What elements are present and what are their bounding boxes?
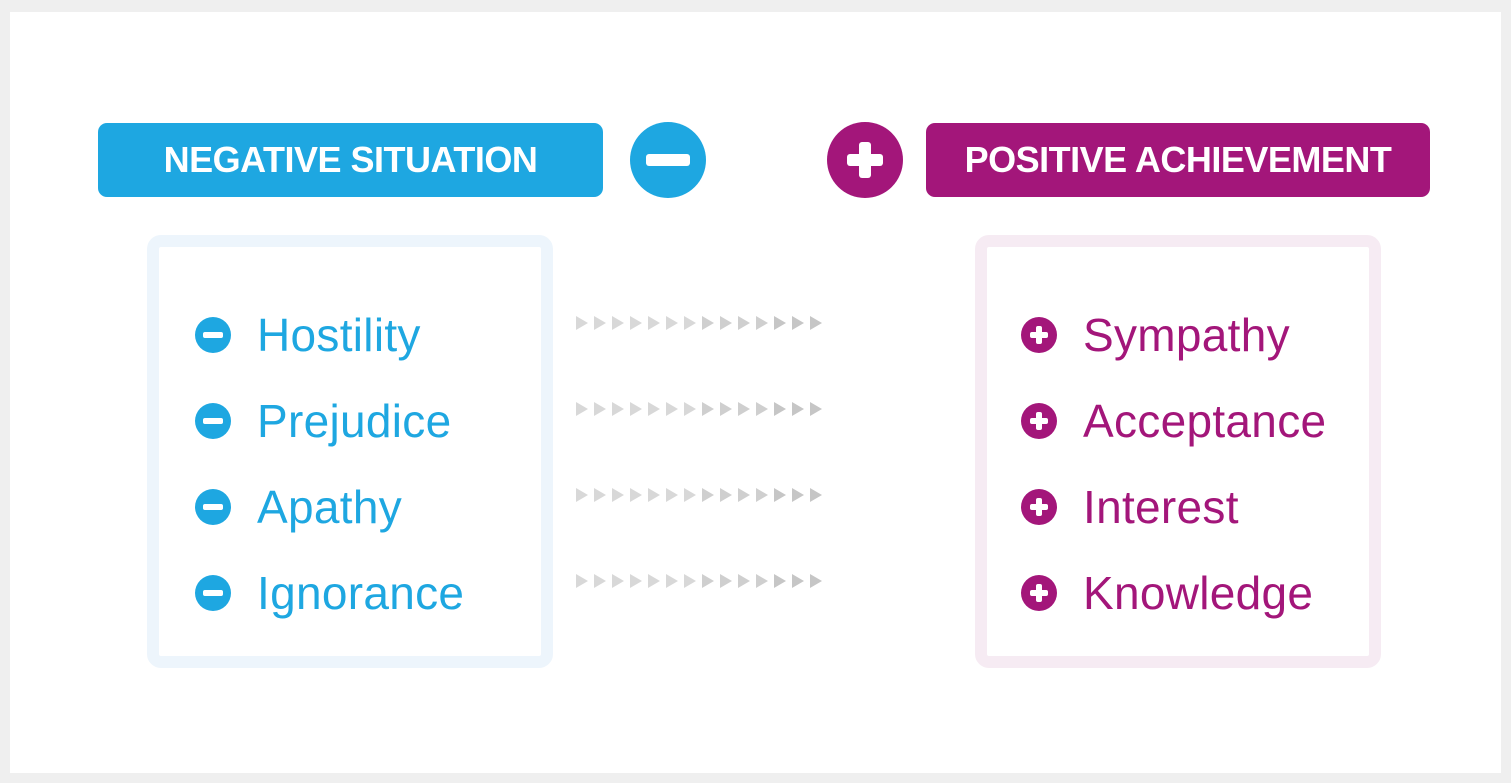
triangle-arrow-icon	[720, 574, 732, 588]
triangle-arrow-icon	[594, 574, 606, 588]
triangle-arrow-icon	[576, 402, 588, 416]
minus-circle-icon	[630, 122, 706, 198]
triangle-arrow-icon	[612, 316, 624, 330]
triangle-arrow-icon	[756, 316, 768, 330]
triangle-arrow-icon	[720, 316, 732, 330]
triangle-arrow-icon	[756, 402, 768, 416]
triangle-arrow-icon	[720, 488, 732, 502]
triangle-arrow-icon	[648, 402, 660, 416]
triangle-arrow-icon	[594, 316, 606, 330]
triangle-arrow-icon	[810, 402, 822, 416]
triangle-arrow-icon	[576, 488, 588, 502]
triangle-arrow-icon	[666, 316, 678, 330]
triangle-arrow-icon	[702, 574, 714, 588]
positive-list: Sympathy Acceptance Interest Knowledge	[975, 235, 1381, 668]
plus-circle-icon	[1021, 317, 1057, 353]
triangle-arrow-icon	[612, 488, 624, 502]
triangle-arrow-icon	[630, 574, 642, 588]
triangle-arrow-icon	[738, 574, 750, 588]
triangle-arrow-icon	[576, 574, 588, 588]
negative-item: Apathy	[195, 477, 402, 537]
triangle-arrow-icon	[738, 316, 750, 330]
triangle-arrow-icon	[612, 574, 624, 588]
triangle-arrow-icon	[612, 402, 624, 416]
negative-item-label: Hostility	[257, 309, 421, 361]
triangle-arrow-icon	[792, 574, 804, 588]
triangle-arrow-icon	[576, 316, 588, 330]
positive-item-label: Acceptance	[1083, 395, 1327, 447]
triangle-arrow-icon	[702, 316, 714, 330]
positive-item-label: Interest	[1083, 481, 1239, 533]
triangle-arrow-icon	[648, 488, 660, 502]
negative-item: Prejudice	[195, 391, 451, 451]
triangle-arrow-icon	[774, 316, 786, 330]
triangle-arrow-icon	[810, 574, 822, 588]
triangle-arrow-icon	[630, 316, 642, 330]
negative-item: Hostility	[195, 305, 421, 365]
plus-circle-icon	[827, 122, 903, 198]
triangle-arrow-icon	[738, 402, 750, 416]
triangle-arrow-icon	[792, 316, 804, 330]
triangle-arrow-icon	[756, 488, 768, 502]
negative-item-label: Ignorance	[257, 567, 465, 619]
positive-achievement-header: POSITIVE ACHIEVEMENT	[926, 123, 1430, 197]
negative-item: Ignorance	[195, 563, 464, 623]
triangle-arrow-icon	[630, 488, 642, 502]
triangle-arrow-icon	[702, 488, 714, 502]
triangle-arrow-icon	[684, 488, 696, 502]
triangle-arrow-icon	[684, 316, 696, 330]
positive-achievement-title: POSITIVE ACHIEVEMENT	[964, 139, 1392, 180]
triangle-arrow-icon	[684, 402, 696, 416]
triangle-arrow-icon	[648, 316, 660, 330]
triangle-arrow-icon	[792, 402, 804, 416]
minus-circle-icon	[195, 403, 231, 439]
plus-circle-icon	[1021, 403, 1057, 439]
arrow-connector	[576, 571, 956, 591]
plus-circle-icon	[1021, 489, 1057, 525]
positive-item: Acceptance	[1021, 391, 1326, 451]
triangle-arrow-icon	[810, 316, 822, 330]
positive-item: Interest	[1021, 477, 1239, 537]
arrow-connector	[576, 485, 956, 505]
negative-item-label: Prejudice	[257, 395, 452, 447]
triangle-arrow-icon	[792, 488, 804, 502]
arrow-connector	[576, 313, 956, 333]
triangle-arrow-icon	[738, 488, 750, 502]
triangle-arrow-icon	[774, 402, 786, 416]
minus-circle-icon	[195, 489, 231, 525]
minus-circle-icon	[195, 317, 231, 353]
arrow-connector	[576, 399, 956, 419]
triangle-arrow-icon	[630, 402, 642, 416]
negative-situation-header: NEGATIVE SITUATION	[98, 123, 603, 197]
negative-situation-title: NEGATIVE SITUATION	[163, 139, 538, 180]
triangle-arrow-icon	[774, 488, 786, 502]
triangle-arrow-icon	[720, 402, 732, 416]
triangle-arrow-icon	[702, 402, 714, 416]
negative-list: Hostility Prejudice Apathy Ignorance	[147, 235, 553, 668]
triangle-arrow-icon	[666, 402, 678, 416]
minus-circle-icon	[195, 575, 231, 611]
triangle-arrow-icon	[684, 574, 696, 588]
triangle-arrow-icon	[666, 574, 678, 588]
positive-item-label: Knowledge	[1083, 567, 1314, 619]
triangle-arrow-icon	[810, 488, 822, 502]
triangle-arrow-icon	[666, 488, 678, 502]
triangle-arrow-icon	[594, 488, 606, 502]
positive-item: Knowledge	[1021, 563, 1313, 623]
positive-item: Sympathy	[1021, 305, 1290, 365]
triangle-arrow-icon	[774, 574, 786, 588]
triangle-arrow-icon	[756, 574, 768, 588]
triangle-arrow-icon	[594, 402, 606, 416]
triangle-arrow-icon	[648, 574, 660, 588]
plus-circle-icon	[1021, 575, 1057, 611]
positive-item-label: Sympathy	[1083, 309, 1290, 361]
negative-item-label: Apathy	[257, 481, 403, 533]
